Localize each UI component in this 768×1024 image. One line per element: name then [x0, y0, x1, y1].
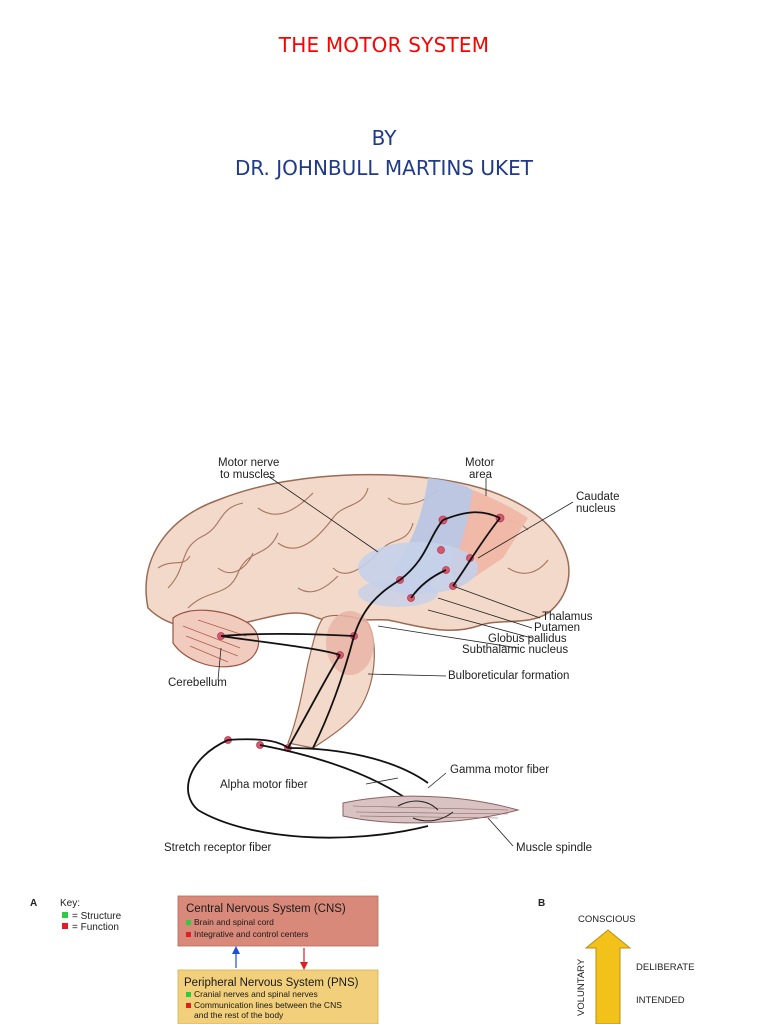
pns-title: Peripheral Nervous System (PNS): [184, 977, 359, 989]
panel-letter-b: B: [538, 898, 545, 909]
label-motor-nerve-1: Motor nerve: [218, 457, 279, 469]
level-intended: INTENDED: [636, 995, 685, 1006]
cns-item-2: Integrative and control centers: [194, 929, 308, 939]
label-motor-nerve-2: to muscles: [220, 469, 275, 481]
cns-title: Central Nervous System (CNS): [186, 903, 346, 915]
label-putamen: Putamen: [534, 622, 580, 634]
pns-box: [177, 969, 379, 1024]
label-subthalamic: Subthalamic nucleus: [462, 644, 568, 656]
cns-item-1: Brain and spinal cord: [194, 917, 274, 927]
label-globus-pallidus: Globus pallidus: [488, 633, 567, 645]
pathway-arrows: [187, 511, 501, 839]
cns-pns-arrows: [232, 946, 308, 970]
cns-box: [177, 895, 379, 947]
label-gamma-motor: Gamma motor fiber: [450, 764, 549, 776]
voluntary-axis-label: VOLUNTARY: [576, 958, 587, 1016]
label-caudate-1: Caudate: [576, 491, 619, 503]
nervous-system-figure: A Key: = Structure = Function Central Ne…: [30, 895, 379, 1024]
conscious-label: CONSCIOUS: [578, 914, 636, 925]
key-structure-swatch: [62, 912, 68, 918]
muscle-spindle-shape: [342, 795, 520, 824]
cerebellum-shape: [172, 609, 260, 668]
panel-letter-a: A: [30, 898, 37, 909]
slide-author: DR. JOHNBULL MARTINS UKET: [234, 156, 534, 180]
voluntary-arrow: [584, 929, 632, 1024]
label-motor-area-1: Motor: [465, 457, 495, 469]
pns-item-2b: and the rest of the body: [194, 1010, 284, 1020]
label-muscle-spindle: Muscle spindle: [516, 842, 592, 854]
label-alpha-motor: Alpha motor fiber: [220, 779, 308, 791]
label-stretch-receptor: Stretch receptor fiber: [164, 842, 272, 854]
level-deliberate: DELIBERATE: [636, 962, 694, 973]
pns-item-1: Cranial nerves and spinal nerves: [194, 989, 318, 999]
key-structure: = Structure: [72, 911, 122, 922]
label-thalamus: Thalamus: [542, 611, 593, 623]
label-bulboreticular: Bulboreticular formation: [448, 670, 569, 682]
leader-lines: [217, 475, 574, 847]
key-function: = Function: [72, 922, 119, 933]
key-function-swatch: [62, 923, 68, 929]
slide-title: THE MOTOR SYSTEM: [278, 33, 490, 57]
label-caudate-2: nucleus: [576, 503, 616, 515]
voluntary-figure: B CONSCIOUS VOLUNTARY DELIBERATE INTENDE…: [538, 898, 694, 1024]
label-motor-area-2: area: [469, 469, 493, 481]
pns-item-2a: Communication lines between the CNS: [194, 1000, 342, 1010]
key-title: Key:: [60, 898, 80, 909]
label-cerebellum: Cerebellum: [168, 677, 227, 689]
motor-system-diagram: Motor nerve to muscles Motor area Caudat…: [145, 457, 619, 854]
slide-by: BY: [371, 126, 397, 150]
